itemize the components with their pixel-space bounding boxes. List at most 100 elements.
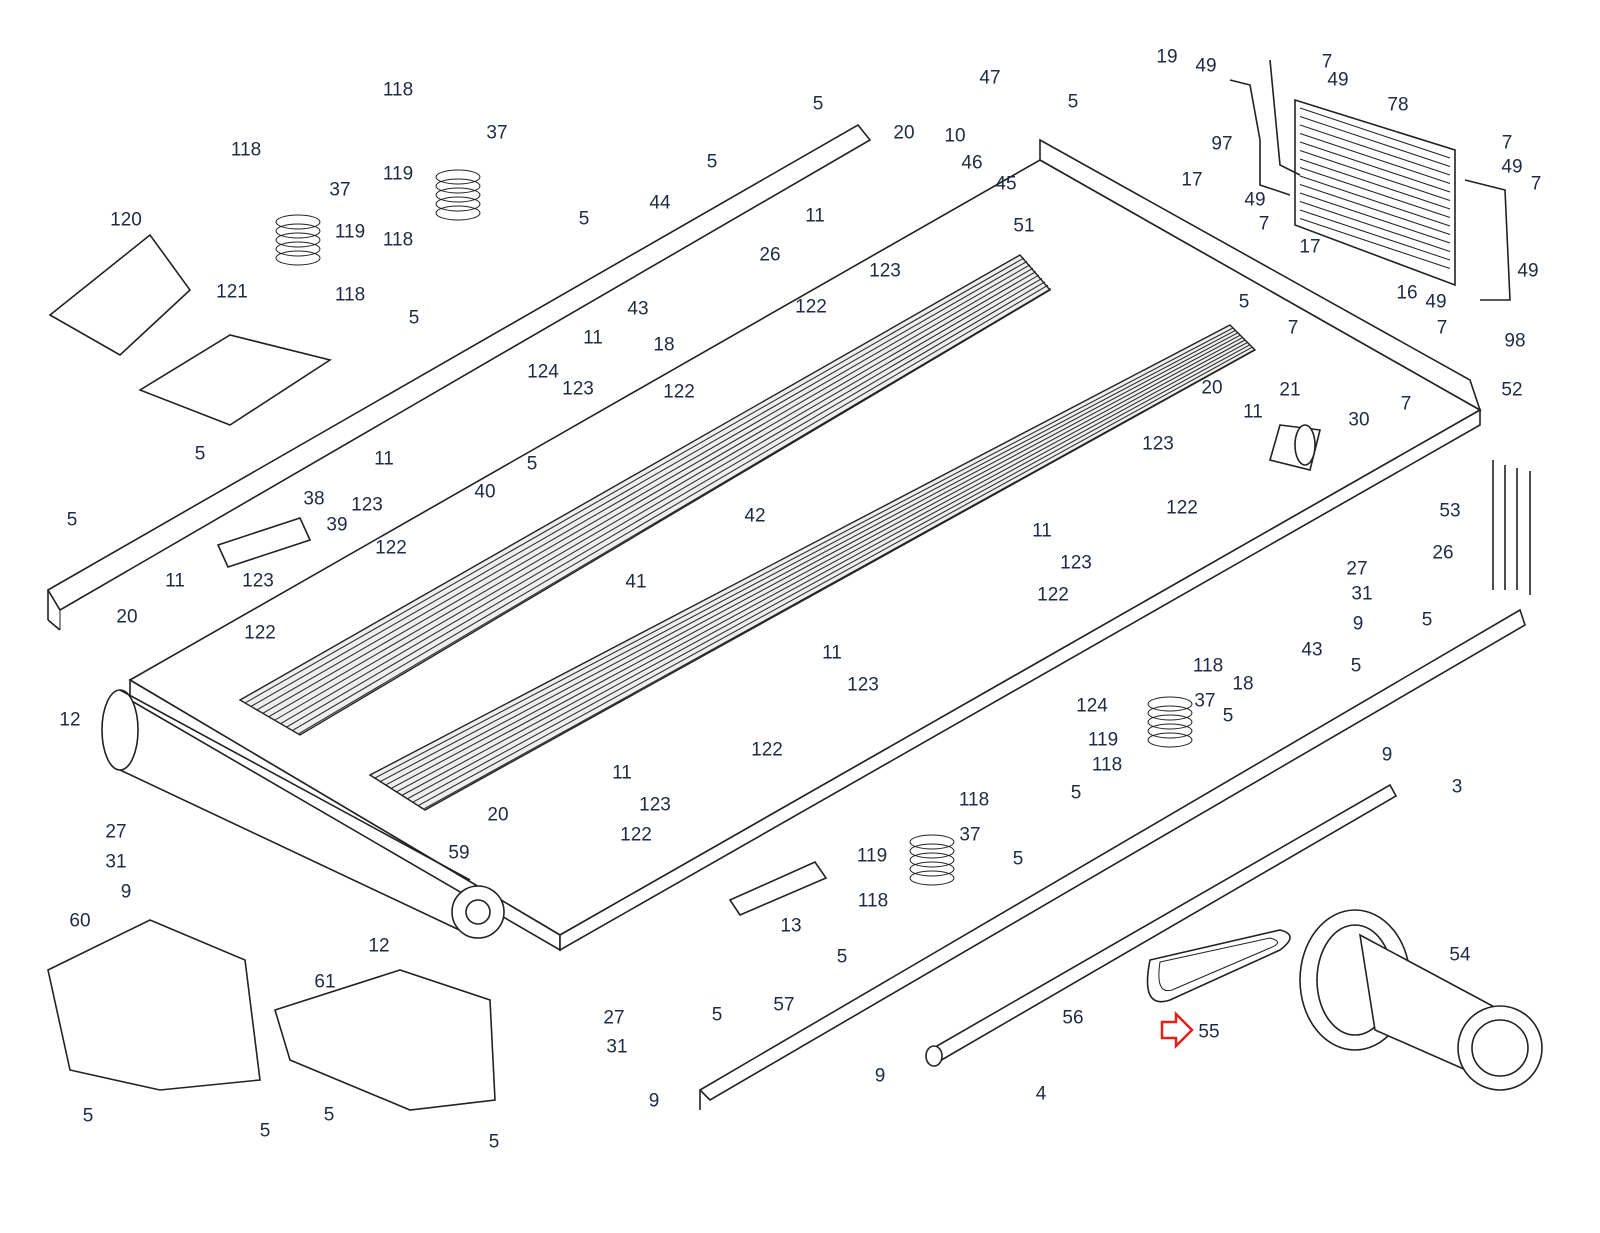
part-callout-18[interactable]: 18	[1232, 673, 1254, 695]
part-callout-7[interactable]: 7	[1321, 51, 1333, 73]
part-callout-5[interactable]: 5	[488, 1131, 500, 1153]
part-callout-123[interactable]: 123	[1060, 552, 1092, 574]
part-callout-44[interactable]: 44	[649, 192, 671, 214]
part-callout-7[interactable]: 7	[1530, 173, 1542, 195]
part-callout-122[interactable]: 122	[751, 739, 783, 761]
part-callout-7[interactable]: 7	[1287, 317, 1299, 339]
part-callout-123[interactable]: 123	[1142, 433, 1174, 455]
part-callout-31[interactable]: 31	[606, 1036, 628, 1058]
part-callout-7[interactable]: 7	[1501, 132, 1513, 154]
part-callout-122[interactable]: 122	[244, 622, 276, 644]
part-callout-51[interactable]: 51	[1013, 215, 1035, 237]
part-callout-20[interactable]: 20	[487, 804, 509, 826]
part-callout-5[interactable]: 5	[1238, 291, 1250, 313]
part-callout-60[interactable]: 60	[69, 910, 91, 932]
part-callout-97[interactable]: 97	[1211, 133, 1233, 155]
part-callout-122[interactable]: 122	[375, 537, 407, 559]
part-callout-118[interactable]: 118	[958, 789, 990, 811]
part-callout-56[interactable]: 56	[1062, 1007, 1084, 1029]
part-callout-122[interactable]: 122	[1037, 584, 1069, 606]
part-callout-49[interactable]: 49	[1425, 291, 1447, 313]
part-callout-123[interactable]: 123	[562, 378, 594, 400]
part-callout-119[interactable]: 119	[382, 163, 414, 185]
part-callout-11[interactable]: 11	[805, 205, 825, 227]
part-callout-5[interactable]: 5	[1012, 848, 1024, 870]
part-callout-124[interactable]: 124	[527, 361, 559, 383]
part-callout-98[interactable]: 98	[1504, 330, 1526, 352]
part-callout-119[interactable]: 119	[856, 845, 888, 867]
part-callout-43[interactable]: 43	[627, 298, 649, 320]
part-callout-11[interactable]: 11	[374, 448, 394, 470]
part-callout-31[interactable]: 31	[1351, 583, 1373, 605]
part-callout-123[interactable]: 123	[639, 794, 671, 816]
part-callout-5[interactable]: 5	[578, 208, 590, 230]
part-callout-55[interactable]: 55	[1198, 1021, 1220, 1043]
part-callout-41[interactable]: 41	[625, 571, 647, 593]
part-callout-9[interactable]: 9	[1352, 613, 1364, 635]
part-callout-11[interactable]: 11	[1032, 520, 1052, 542]
part-callout-9[interactable]: 9	[1381, 744, 1393, 766]
part-callout-37[interactable]: 37	[486, 122, 508, 144]
part-callout-5[interactable]: 5	[1070, 782, 1082, 804]
part-callout-49[interactable]: 49	[1244, 189, 1266, 211]
part-callout-46[interactable]: 46	[961, 152, 983, 174]
part-callout-49[interactable]: 49	[1517, 260, 1539, 282]
part-callout-123[interactable]: 123	[351, 494, 383, 516]
part-callout-20[interactable]: 20	[893, 122, 915, 144]
part-callout-49[interactable]: 49	[1327, 69, 1349, 91]
part-callout-12[interactable]: 12	[368, 935, 390, 957]
part-callout-27[interactable]: 27	[1346, 558, 1368, 580]
part-callout-5[interactable]: 5	[66, 509, 78, 531]
part-callout-12[interactable]: 12	[59, 709, 81, 731]
part-callout-118[interactable]: 118	[382, 229, 414, 251]
part-callout-5[interactable]: 5	[323, 1104, 335, 1126]
part-callout-47[interactable]: 47	[979, 67, 1001, 89]
part-callout-7[interactable]: 7	[1400, 393, 1412, 415]
part-callout-7[interactable]: 7	[1258, 213, 1270, 235]
part-callout-49[interactable]: 49	[1195, 55, 1217, 77]
part-callout-5[interactable]: 5	[1067, 91, 1079, 113]
part-callout-5[interactable]: 5	[408, 307, 420, 329]
part-callout-123[interactable]: 123	[242, 570, 274, 592]
part-callout-40[interactable]: 40	[474, 481, 496, 503]
part-callout-5[interactable]: 5	[82, 1105, 94, 1127]
part-callout-42[interactable]: 42	[744, 505, 766, 527]
part-callout-18[interactable]: 18	[653, 334, 675, 356]
part-callout-3[interactable]: 3	[1451, 776, 1463, 798]
part-callout-43[interactable]: 43	[1301, 639, 1323, 661]
part-callout-118[interactable]: 118	[1091, 754, 1123, 776]
part-callout-26[interactable]: 26	[759, 244, 781, 266]
part-callout-57[interactable]: 57	[773, 994, 795, 1016]
part-callout-11[interactable]: 11	[612, 762, 632, 784]
part-callout-17[interactable]: 17	[1181, 169, 1203, 191]
part-callout-37[interactable]: 37	[1194, 690, 1216, 712]
part-callout-5[interactable]: 5	[706, 151, 718, 173]
part-callout-118[interactable]: 118	[382, 79, 414, 101]
part-callout-37[interactable]: 37	[329, 179, 351, 201]
part-callout-122[interactable]: 122	[663, 381, 695, 403]
part-callout-5[interactable]: 5	[812, 93, 824, 115]
part-callout-5[interactable]: 5	[836, 946, 848, 968]
part-callout-122[interactable]: 122	[795, 296, 827, 318]
part-callout-11[interactable]: 11	[1243, 401, 1263, 423]
part-callout-26[interactable]: 26	[1432, 542, 1454, 564]
part-callout-122[interactable]: 122	[620, 824, 652, 846]
part-callout-30[interactable]: 30	[1348, 409, 1370, 431]
part-callout-53[interactable]: 53	[1439, 500, 1461, 522]
part-callout-5[interactable]: 5	[1421, 609, 1433, 631]
part-callout-78[interactable]: 78	[1387, 94, 1409, 116]
part-callout-9[interactable]: 9	[120, 881, 132, 903]
part-callout-4[interactable]: 4	[1035, 1083, 1047, 1105]
part-callout-121[interactable]: 121	[216, 281, 248, 303]
part-callout-118[interactable]: 118	[857, 890, 889, 912]
part-callout-123[interactable]: 123	[869, 260, 901, 282]
part-callout-37[interactable]: 37	[959, 824, 981, 846]
part-callout-9[interactable]: 9	[648, 1090, 660, 1112]
part-callout-11[interactable]: 11	[165, 570, 185, 592]
part-callout-27[interactable]: 27	[105, 821, 127, 843]
part-callout-5[interactable]: 5	[1350, 655, 1362, 677]
part-callout-38[interactable]: 38	[303, 488, 325, 510]
part-callout-5[interactable]: 5	[259, 1120, 271, 1142]
part-callout-54[interactable]: 54	[1449, 944, 1471, 966]
part-callout-16[interactable]: 16	[1396, 282, 1418, 304]
